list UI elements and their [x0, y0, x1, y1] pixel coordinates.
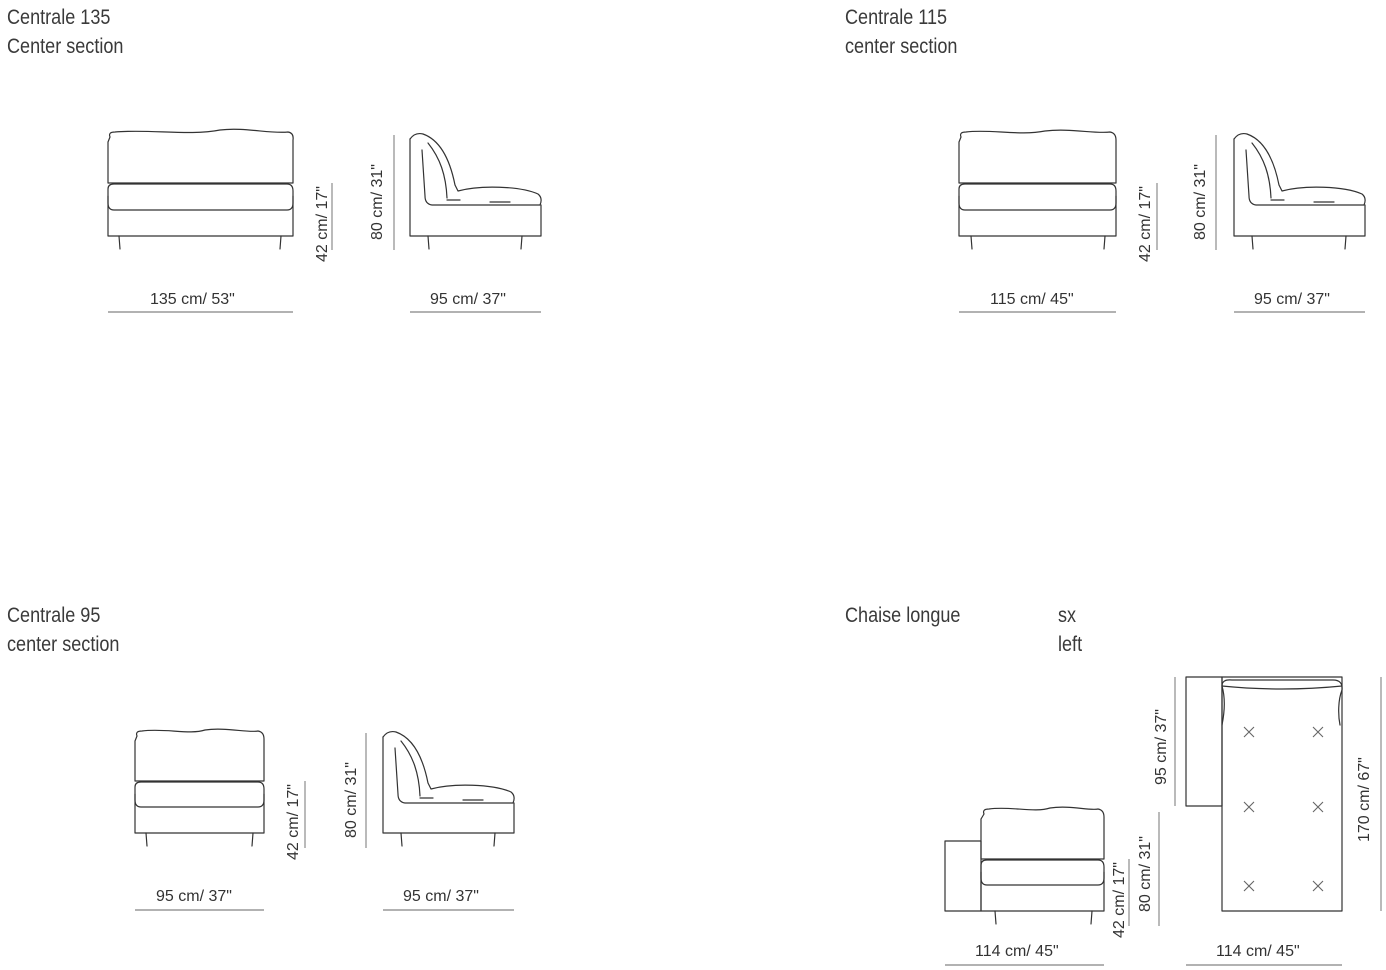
total-height-label: 80 cm/ 31": [343, 762, 360, 838]
side-depth-label: 95 cm/ 37": [430, 291, 506, 308]
variant-translation: left: [1058, 633, 1083, 656]
seat-height-label: 42 cm/ 17": [285, 784, 302, 860]
dimension-lines-centrale-95: [135, 733, 514, 911]
model-description: center section: [7, 633, 120, 656]
front-view-centrale-135: [107, 128, 294, 250]
dimension-lines-chaise-longue: [945, 677, 1382, 966]
plan-width-label: 114 cm/ 45": [1216, 943, 1300, 960]
total-height-label: 80 cm/ 31": [1192, 164, 1209, 240]
section-title-chaise-longue: Chaise longue: [845, 601, 960, 630]
model-name: Chaise longue: [845, 604, 961, 627]
side-view-centrale-95: [382, 730, 515, 847]
section-title-centrale-135: Centrale 135 Center section: [7, 3, 123, 61]
seat-height-label: 42 cm/ 17": [314, 186, 331, 262]
seat-height-label: 42 cm/ 17": [1137, 186, 1154, 262]
front-width-label: 135 cm/ 53": [150, 291, 235, 308]
seat-height-label: 42 cm/ 17": [1111, 862, 1128, 938]
front-width-label: 115 cm/ 45": [990, 291, 1074, 308]
front-width-label: 95 cm/ 37": [156, 888, 232, 905]
total-height-label: 80 cm/ 31": [1137, 836, 1154, 912]
front-width-label: 114 cm/ 45": [975, 943, 1059, 960]
side-view-centrale-115: [1233, 132, 1366, 250]
variant-code: sx: [1058, 604, 1077, 627]
dimension-lines-centrale-115: [959, 135, 1365, 313]
side-depth-label: 95 cm/ 37": [1254, 291, 1330, 308]
model-name: Centrale 135: [7, 6, 111, 29]
chaise-variant-label: sx left: [1058, 601, 1082, 659]
side-view-centrale-135: [409, 132, 542, 250]
plan-back-depth-label: 95 cm/ 37": [1153, 709, 1170, 785]
plan-length-label: 170 cm/ 67": [1356, 757, 1373, 842]
tufting-markers: [1243, 726, 1324, 892]
section-title-centrale-115: Centrale 115 center section: [845, 3, 957, 61]
model-name: Centrale 95: [7, 604, 101, 627]
model-description: Center section: [7, 35, 124, 58]
front-view-centrale-95: [134, 728, 265, 847]
model-description: center section: [845, 35, 958, 58]
plan-view-chaise-longue: [1185, 676, 1343, 912]
side-depth-label: 95 cm/ 37": [403, 888, 479, 905]
total-height-label: 80 cm/ 31": [369, 164, 386, 240]
front-view-centrale-115: [958, 129, 1117, 250]
dimension-lines-centrale-135: [108, 135, 541, 313]
front-view-chaise-longue: [944, 806, 1105, 925]
model-name: Centrale 115: [845, 6, 948, 29]
section-title-centrale-95: Centrale 95 center section: [7, 601, 119, 659]
